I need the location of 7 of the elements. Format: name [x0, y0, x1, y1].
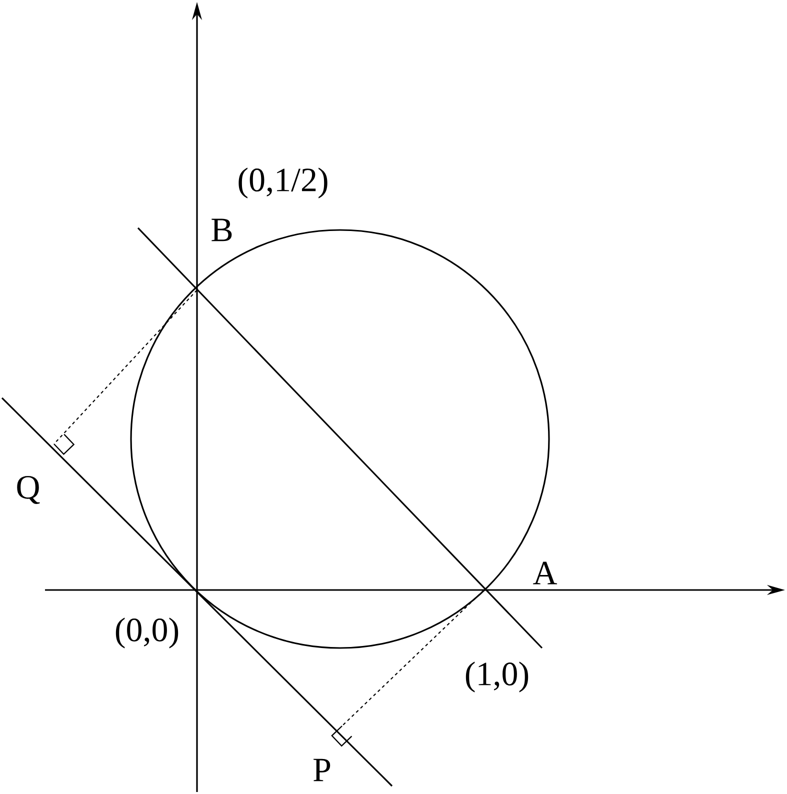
- coordinate-label: (0,1/2): [238, 168, 328, 198]
- point-label: B: [212, 218, 232, 242]
- coordinate-label: (1,0): [466, 662, 528, 692]
- point-label: A: [533, 562, 558, 584]
- coordinate-label: (0,0): [116, 618, 178, 648]
- point-label: P: [314, 758, 330, 782]
- point-label: Q: [17, 476, 40, 504]
